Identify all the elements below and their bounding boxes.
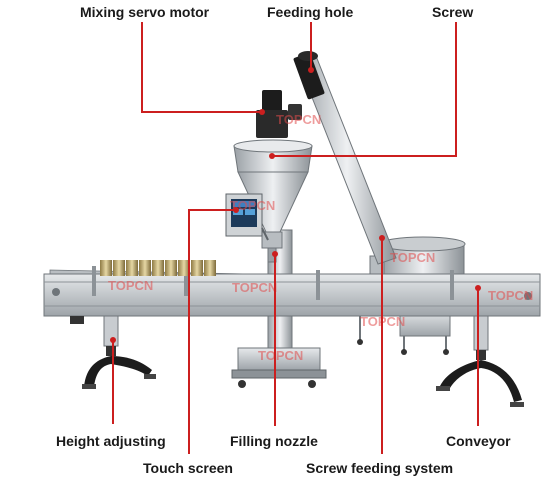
screw-tube: [293, 51, 397, 265]
watermark-text: TOPCN: [258, 348, 303, 363]
label-mixing-servo-motor: Mixing servo motor: [80, 4, 210, 20]
watermark-text: TOPCN: [108, 278, 153, 293]
label-screw-feeding-system: Screw feeding system: [306, 460, 454, 476]
leader-line-mixing-motor: [141, 22, 262, 113]
label-touch-screen: Touch screen: [143, 460, 233, 476]
label-height-adjusting: Height adjusting: [56, 433, 166, 449]
watermark-text: TOPCN: [232, 280, 277, 295]
cans-row: [100, 260, 216, 276]
label-screw: Screw: [432, 4, 474, 20]
leader-lines: [112, 22, 479, 454]
label-conveyor: Conveyor: [446, 433, 511, 449]
hopper: [233, 90, 313, 263]
watermark-text: TOPCN: [488, 288, 533, 303]
label-feeding-hole: Feeding hole: [267, 4, 354, 20]
leader-dots: [110, 67, 481, 343]
watermark-text: TOPCN: [390, 250, 435, 265]
leader-line-screw: [272, 22, 457, 157]
leader-line-touch-screen: [188, 209, 236, 454]
label-filling-nozzle: Filling nozzle: [230, 433, 318, 449]
watermark-text: TOPCN: [230, 198, 275, 213]
watermark-text: TOPCN: [276, 112, 321, 127]
conveyor-leg-left: [82, 315, 156, 389]
